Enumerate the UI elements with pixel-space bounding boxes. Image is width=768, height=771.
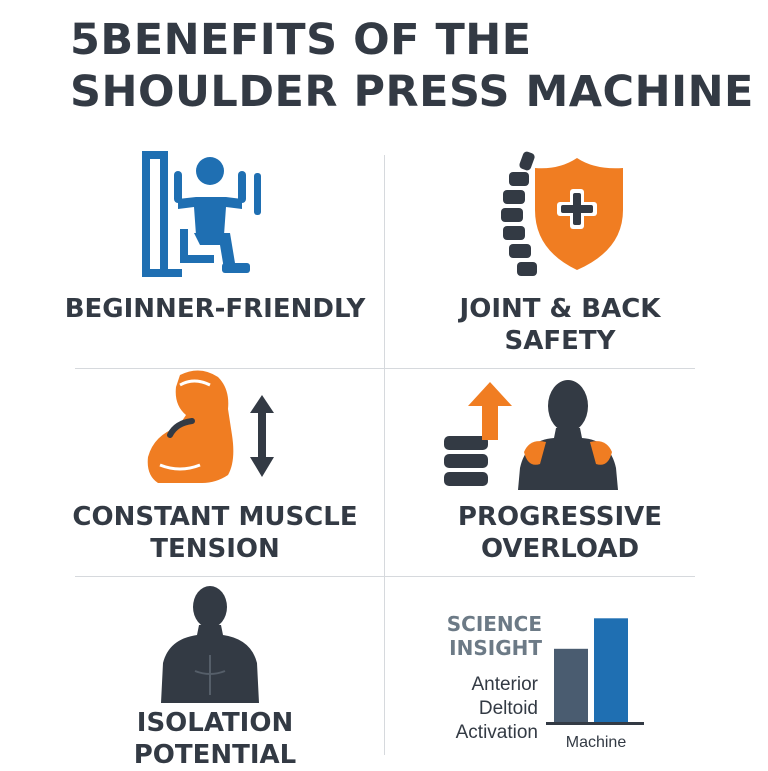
torso-silhouette-icon — [161, 586, 259, 703]
chart-bar — [554, 648, 588, 722]
grid-divider-horizontal-1 — [75, 368, 695, 369]
seated-machine-user-icon — [142, 151, 261, 277]
benefit-label: BEGINNER-FRIENDLY — [64, 294, 366, 324]
flexed-arm-arrows-icon — [147, 370, 274, 483]
benefit-label: ISOLATION POTENTIAL — [133, 708, 297, 770]
title-line-2: SHOULDER PRESS MACHINE — [70, 67, 754, 117]
grid-divider-horizontal-2 — [75, 576, 695, 577]
page-title: 5BENEFITS OF THE SHOULDER PRESS MACHINE — [70, 14, 754, 118]
spine-shield-plus-icon — [501, 151, 623, 276]
science-insight-heading: SCIENCE INSIGHT — [446, 612, 542, 660]
chart-bar — [594, 618, 628, 722]
science-metric-label: Anterior Deltoid Activation — [455, 674, 538, 743]
chart-x-label: Machine — [565, 734, 627, 751]
grid-divider-vertical — [384, 155, 385, 755]
activation-bar-chart — [546, 618, 644, 725]
chart-baseline — [546, 722, 644, 725]
benefit-label: CONSTANT MUSCLE TENSION — [72, 502, 358, 564]
weights-arrow-shoulders-icon — [444, 380, 618, 490]
benefit-label: JOINT & BACK SAFETY — [459, 294, 661, 356]
benefit-label: PROGRESSIVE OVERLOAD — [457, 502, 663, 564]
title-line-1: 5BENEFITS OF THE — [70, 15, 532, 65]
